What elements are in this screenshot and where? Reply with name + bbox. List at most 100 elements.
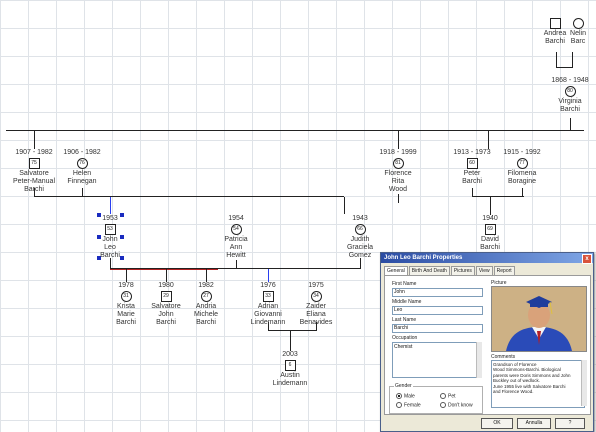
connector-line bbox=[82, 188, 83, 197]
tab-general[interactable]: General bbox=[384, 266, 408, 275]
person-nelin-barc[interactable]: Nelin Barc bbox=[556, 17, 596, 46]
tab-birth-and-death[interactable]: Birth And Death bbox=[408, 266, 450, 275]
person-name: Peter Barchi bbox=[462, 170, 482, 185]
last-name-field[interactable]: Barchi bbox=[392, 324, 483, 333]
tab-view[interactable]: View bbox=[475, 266, 493, 275]
male-icon bbox=[549, 18, 561, 29]
gender-pet-label: Pet bbox=[448, 393, 456, 400]
connector-line bbox=[126, 269, 127, 282]
dialog-title-bar[interactable]: John Leo Barchi Properties x bbox=[381, 253, 593, 264]
connector-line bbox=[110, 258, 111, 269]
person-salvatore-peter-manual-barchi[interactable]: 1907 - 1982 75 Salvatore Peter-Manual Ba… bbox=[0, 149, 69, 194]
female-icon: 77 bbox=[516, 158, 528, 169]
connector-line bbox=[6, 130, 584, 131]
first-name-field[interactable]: John bbox=[392, 288, 483, 297]
last-name-label: Last Name bbox=[392, 317, 417, 323]
gender-pet-radio[interactable]: Pet bbox=[440, 393, 456, 399]
male-icon: 60 bbox=[466, 158, 478, 169]
comments-scrollbar[interactable] bbox=[581, 360, 587, 406]
person-name: John Leo Barchi bbox=[100, 236, 120, 259]
connector-line bbox=[110, 268, 360, 269]
person-salvatore-john-barchi[interactable]: 1980 29 Salvatore John Barchi bbox=[131, 282, 201, 327]
person-virginia-barchi[interactable]: 1868 - 1948 80 Virginia Barchi bbox=[535, 77, 596, 114]
ok-button[interactable]: OK bbox=[481, 418, 513, 429]
tab-pictures[interactable]: Pictures bbox=[450, 266, 475, 275]
gender-label: Gender bbox=[394, 383, 413, 389]
person-peter-barchi[interactable]: 1913 - 1973 60 Peter Barchi bbox=[437, 149, 507, 186]
person-dates: 1907 - 1982 bbox=[15, 149, 53, 156]
connector-line bbox=[34, 196, 344, 197]
dialog-title: John Leo Barchi Properties bbox=[384, 255, 463, 261]
occupation-field[interactable]: Chemist bbox=[392, 342, 477, 378]
person-name: Filomena Boragine bbox=[507, 170, 537, 185]
male-icon: 69 bbox=[484, 224, 496, 235]
person-krista-marie-barchi[interactable]: 1978 31 Krista Marie Barchi bbox=[91, 282, 161, 327]
person-name: Andrea Barchi bbox=[543, 30, 567, 45]
person-filomena-boragine[interactable]: 1915 - 1992 77 Filomena Boragine bbox=[487, 149, 557, 186]
person-name: Helen Finnegan bbox=[67, 170, 97, 185]
gender-group: Gender Male Female Pet Don't know bbox=[389, 383, 483, 414]
person-name: David Barchi bbox=[480, 236, 500, 251]
person-name: Krista Marie Barchi bbox=[116, 303, 136, 326]
cancel-button[interactable]: Annulla bbox=[517, 418, 551, 429]
person-john-leo-barchi[interactable]: 1953 53 John Leo Barchi bbox=[75, 215, 145, 260]
middle-name-label: Middle Name bbox=[392, 299, 422, 305]
tab-report[interactable]: Report bbox=[493, 266, 515, 275]
male-icon: 29 bbox=[160, 291, 172, 302]
selection-handle[interactable] bbox=[97, 256, 101, 260]
person-andrea-barchi[interactable]: Andrea Barchi bbox=[520, 17, 590, 46]
person-david-barchi[interactable]: 1940 69 David Barchi bbox=[455, 215, 525, 252]
connector-line bbox=[206, 269, 207, 282]
female-icon: 80 bbox=[564, 86, 576, 97]
occupation-scrollbar[interactable] bbox=[476, 342, 482, 378]
person-florence-rita-wood[interactable]: 1918 - 1999 81 Florence Rita Wood bbox=[363, 149, 433, 194]
connector-line bbox=[110, 197, 111, 214]
person-name: Adrian Giovanni Lindemann bbox=[250, 303, 286, 326]
person-adrian-giovanni-lindemann[interactable]: 1976 33 Adrian Giovanni Lindemann bbox=[233, 282, 303, 327]
person-name: Florence Rita Wood bbox=[384, 170, 412, 193]
gender-male-radio[interactable]: Male bbox=[396, 393, 415, 399]
person-photo bbox=[491, 286, 587, 352]
selection-handle[interactable] bbox=[120, 235, 124, 239]
female-icon: 54 bbox=[230, 224, 242, 235]
selection-handle[interactable] bbox=[97, 235, 101, 239]
selection-handle[interactable] bbox=[120, 213, 124, 217]
close-icon[interactable]: x bbox=[582, 254, 592, 264]
person-name: Judith Graciela Gomez bbox=[346, 236, 374, 259]
gender-dont-know-radio[interactable]: Don't know bbox=[440, 402, 473, 408]
person-dates: 1975 bbox=[308, 282, 324, 289]
help-button[interactable]: ? bbox=[555, 418, 585, 429]
person-patricia-ann-hewitt[interactable]: 1954 54 Patricia Ann Hewitt bbox=[201, 215, 271, 260]
connector-line bbox=[34, 131, 35, 149]
person-andria-michele-barchi[interactable]: 1982 27 Andria Michele Barchi bbox=[171, 282, 241, 327]
comments-label: Comments bbox=[491, 354, 516, 360]
person-helen-finnegan[interactable]: 1906 - 1982 76 Helen Finnegan bbox=[47, 149, 117, 186]
gender-female-radio[interactable]: Female bbox=[396, 402, 421, 408]
selection-handle[interactable] bbox=[97, 213, 101, 217]
person-zaider-eliana-benavides[interactable]: 1975 34 Zaider Eliana Benavides bbox=[281, 282, 351, 327]
female-icon: 76 bbox=[76, 158, 88, 169]
connector-line bbox=[398, 194, 399, 203]
selection-handle[interactable] bbox=[120, 256, 124, 260]
person-name: Patricia Ann Hewitt bbox=[224, 236, 248, 259]
comments-field[interactable]: Grandson of Florence Wood Simmons-Barchi… bbox=[491, 360, 585, 408]
person-dates: 1913 - 1973 bbox=[453, 149, 491, 156]
person-dates: 1953 bbox=[102, 215, 118, 222]
male-icon: 6 bbox=[284, 360, 296, 371]
general-panel: First Name John Middle Name Leo Last Nam… bbox=[384, 275, 591, 415]
connector-line bbox=[556, 67, 573, 68]
middle-name-field[interactable]: Leo bbox=[392, 306, 483, 315]
first-name-label: First Name bbox=[392, 281, 417, 287]
person-dates: 1980 bbox=[158, 282, 174, 289]
person-properties-dialog[interactable]: John Leo Barchi Properties x General Bir… bbox=[380, 252, 594, 432]
picture-label: Picture bbox=[491, 280, 507, 286]
person-judith-graciela-gomez[interactable]: 1943 66 Judith Graciela Gomez bbox=[325, 215, 395, 260]
connector-line bbox=[570, 118, 571, 131]
person-name: Virginia Barchi bbox=[558, 98, 582, 113]
connector-line bbox=[166, 269, 167, 282]
person-name: Andria Michele Barchi bbox=[193, 303, 219, 326]
person-dates: 2003 bbox=[282, 351, 298, 358]
person-austin-lindemann[interactable]: 2003 6 Austin Lindemann bbox=[255, 351, 325, 388]
female-icon: 81 bbox=[392, 158, 404, 169]
